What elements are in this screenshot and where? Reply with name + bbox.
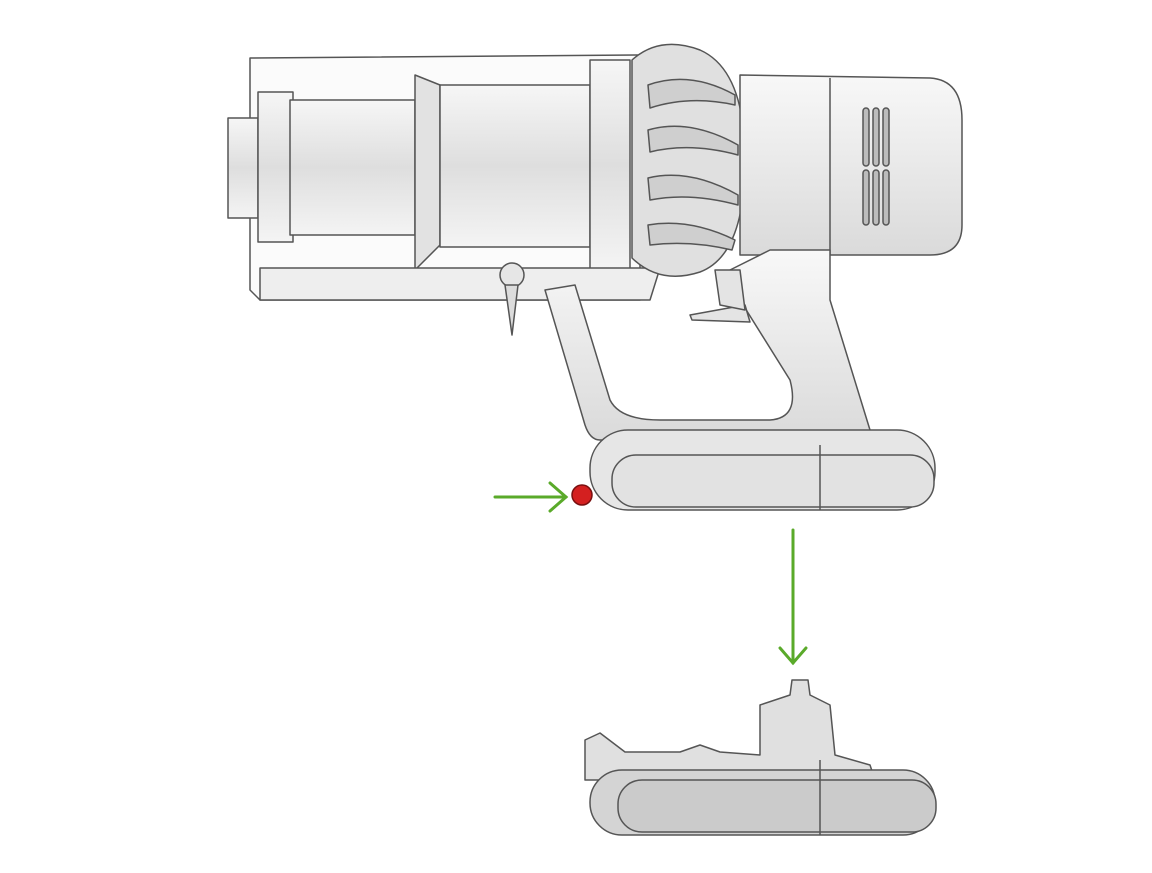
detached-battery: [584, 679, 937, 836]
vent-grille: [862, 107, 890, 226]
handle: [544, 249, 871, 441]
motor-body: [739, 74, 963, 256]
bin: [227, 54, 661, 336]
arrow-down-icon: [778, 528, 808, 666]
trigger: [689, 304, 751, 323]
cyclone-head: [631, 43, 746, 277]
arrow-right-icon: [493, 481, 569, 513]
release-button-icon[interactable]: [571, 484, 593, 506]
installed-battery: [589, 429, 936, 511]
